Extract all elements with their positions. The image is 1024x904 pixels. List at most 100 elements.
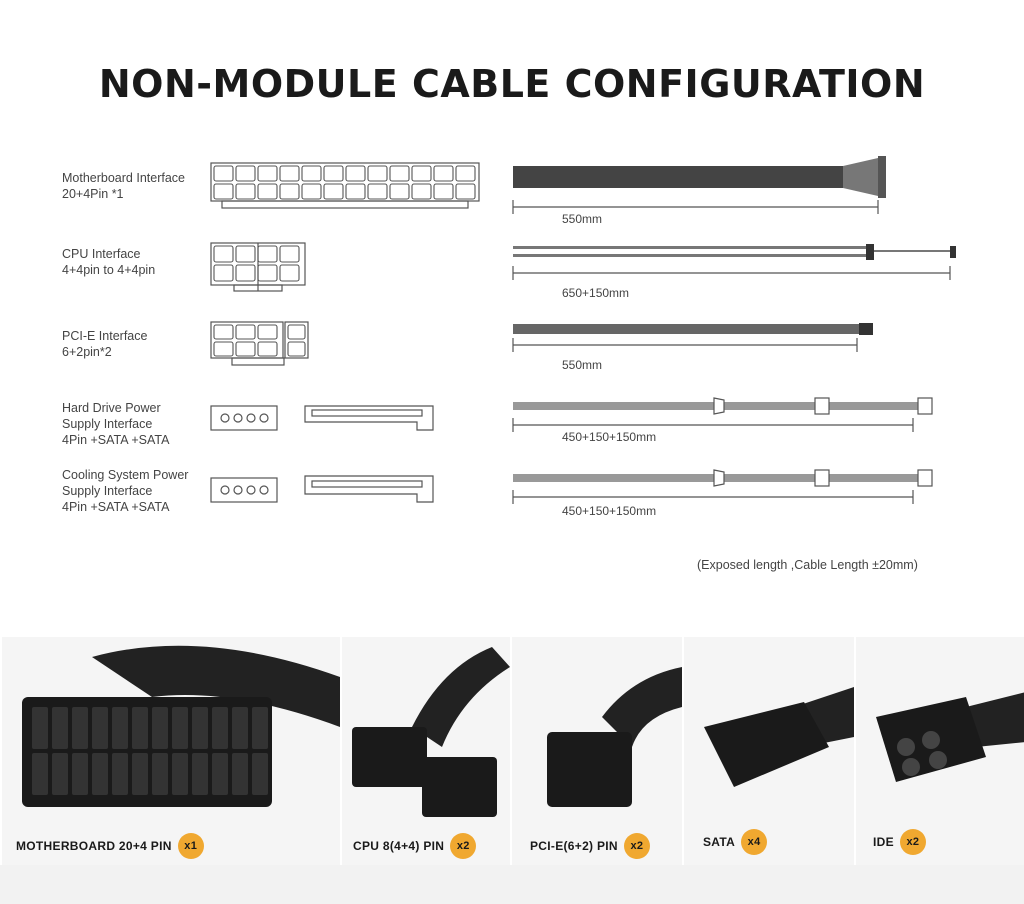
pin-icon: [132, 753, 148, 795]
pin-icon: [257, 341, 278, 357]
product-caption: MOTHERBOARD 20+4 PIN x1: [16, 833, 204, 859]
pin-icon: [323, 165, 344, 182]
pin-icon: [301, 183, 322, 200]
row-spec: 4Pin +SATA +SATA: [62, 500, 170, 514]
pin-icon: [112, 707, 128, 749]
pin-icon: [213, 165, 234, 182]
pin-icon: [389, 165, 410, 182]
motherboard-connector-icon: [210, 162, 480, 209]
quantity-badge: x1: [177, 833, 204, 859]
pin-icon: [411, 183, 432, 200]
pin-icon: [213, 341, 234, 357]
length-label: 450+150+150mm: [562, 430, 656, 444]
pin-icon: [213, 245, 234, 263]
product-photos: MOTHERBOARD 20+4 PIN x1 CPU 8(4+4) PIN x…: [0, 637, 1024, 904]
pin-icon: [232, 707, 248, 749]
pin-icon: [235, 245, 256, 263]
pin-icon: [257, 264, 278, 282]
pin-icon: [235, 165, 256, 182]
pin-icon: [252, 753, 268, 795]
pin-icon: [287, 324, 306, 340]
pin-icon: [301, 165, 322, 182]
pin-icon: [152, 707, 168, 749]
pin-icon: [172, 707, 188, 749]
pin-icon: [235, 341, 256, 357]
pcie-connector-icon: [547, 667, 682, 807]
row-name-2: Supply Interface: [62, 484, 153, 498]
product-caption: IDE x2: [873, 829, 926, 855]
pin-icon: [257, 183, 278, 200]
row-name: Cooling System Power: [62, 468, 189, 482]
pin-icon: [92, 707, 108, 749]
pin-icon: [455, 183, 476, 200]
row-name-2: Supply Interface: [62, 417, 153, 431]
page-title: NON-MODULE CABLE CONFIGURATION: [98, 62, 926, 106]
pin-icon: [257, 245, 278, 263]
caption-label: PCI-E(6+2) PIN: [530, 839, 618, 853]
caption-label: CPU 8(4+4) PIN: [353, 839, 445, 853]
ide-connector-photo: [854, 637, 1024, 865]
row-name: PCI-E Interface: [62, 329, 148, 343]
molex-connector-icon: [210, 477, 278, 503]
row-name: Motherboard Interface: [62, 171, 185, 185]
row-name: CPU Interface: [62, 247, 141, 261]
quantity-badge: x2: [623, 833, 650, 859]
length-label: 450+150+150mm: [562, 504, 656, 518]
pin-icon: [433, 183, 454, 200]
pin-icon: [367, 165, 388, 182]
pin-icon: [455, 165, 476, 182]
pin-icon: [367, 183, 388, 200]
pin-icon: [287, 341, 306, 357]
row-label-pcie: PCI-E Interface 6+2pin*2: [62, 328, 147, 360]
pin-icon: [212, 753, 228, 795]
caption-label: MOTHERBOARD 20+4 PIN: [16, 839, 172, 853]
caption-label: SATA: [703, 835, 736, 849]
sata-connector-icon: [704, 687, 854, 787]
motherboard-connector-icon: [22, 645, 340, 807]
pin-icon: [279, 264, 300, 282]
product-caption: SATA x4: [703, 829, 768, 855]
pin-icon: [72, 753, 88, 795]
product-caption: PCI-E(6+2) PIN x2: [530, 833, 650, 859]
pin-icon: [132, 707, 148, 749]
cooling-cable-icon: [512, 469, 933, 504]
length-label: 550mm: [562, 212, 602, 226]
pin-icon: [192, 753, 208, 795]
cpu-connector-icon: [210, 242, 306, 292]
sata-connector-icon: [304, 405, 434, 431]
pin-icon: [92, 753, 108, 795]
pcie-connector-icon: [210, 321, 309, 366]
row-label-hdd: Hard Drive Power Supply Interface 4Pin +…: [62, 400, 169, 448]
motherboard-connector-photo: [0, 637, 340, 865]
pin-icon: [152, 753, 168, 795]
ide-connector-icon: [876, 692, 1024, 782]
pin-icon: [213, 264, 234, 282]
pin-icon: [433, 165, 454, 182]
length-label: 550mm: [562, 358, 602, 372]
caption-label: IDE: [873, 835, 894, 849]
pin-icon: [257, 165, 278, 182]
cpu-connector-icon: [352, 647, 510, 817]
pin-icon: [112, 753, 128, 795]
pin-icon: [257, 324, 278, 340]
row-name: Hard Drive Power: [62, 401, 161, 415]
sata-connector-photo: [682, 637, 854, 865]
pin-icon: [213, 183, 234, 200]
pin-icon: [389, 183, 410, 200]
cable-diagram: 550mm 650+150mm 550mm 450+150+150mm 450+…: [210, 156, 956, 518]
molex-connector-icon: [210, 405, 278, 431]
pin-icon: [279, 183, 300, 200]
row-spec: 4Pin +SATA +SATA: [62, 433, 170, 447]
pin-icon: [345, 183, 366, 200]
product-caption: CPU 8(4+4) PIN x2: [353, 833, 477, 859]
pin-icon: [32, 753, 48, 795]
tolerance-note: (Exposed length ,Cable Length ±20mm): [697, 558, 918, 572]
quantity-badge: x4: [741, 829, 768, 855]
motherboard-cable-icon: [512, 156, 886, 214]
sata-connector-icon: [304, 475, 434, 503]
row-label-cpu: CPU Interface 4+4pin to 4+4pin: [62, 246, 155, 278]
pin-icon: [52, 753, 68, 795]
row-spec: 20+4Pin *1: [62, 187, 124, 201]
pin-icon: [411, 165, 432, 182]
pcie-connector-photo: [510, 637, 682, 865]
